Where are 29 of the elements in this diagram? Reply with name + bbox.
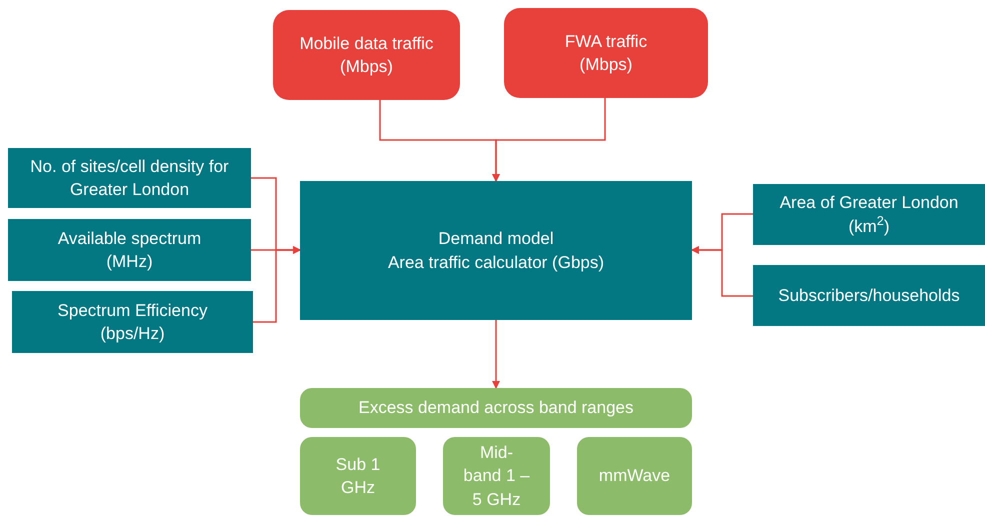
- box-text: Area of Greater London (km$^{2}$): [778, 192, 960, 238]
- parameter-box: [8, 148, 251, 208]
- band-box: [577, 437, 692, 515]
- box-text: Mobile data traffic (Mbps): [298, 32, 434, 78]
- band-box: [300, 437, 416, 515]
- parameter-box: [12, 291, 253, 353]
- traffic-input-box: [273, 10, 460, 100]
- box-text: No. of sites/cell density for Greater London: [29, 156, 230, 201]
- connector-arrow: [691, 246, 753, 297]
- box-text: FWA traffic (Mbps): [564, 30, 648, 76]
- box-text: mmWave: [598, 465, 670, 488]
- box-text: Sub 1 GHz: [334, 454, 382, 499]
- parameter-box: [753, 265, 985, 326]
- connector-arrow: [492, 98, 606, 182]
- connector-arrow: [492, 320, 500, 389]
- band-box: [443, 437, 550, 515]
- box-text: Demand model: [438, 228, 554, 250]
- traffic-input-box: [504, 8, 708, 98]
- parameter-box: [753, 184, 985, 245]
- parameter-box: [8, 219, 251, 281]
- box-text: Spectrum Efficiency (bps/Hz): [56, 300, 208, 345]
- model-box: [300, 181, 692, 320]
- box-text: Subscribers/households: [778, 284, 960, 307]
- box-text: Available spectrum (MHz): [56, 228, 202, 273]
- connector-arrow: [253, 246, 301, 323]
- box-text: Excess demand across band ranges: [358, 397, 634, 420]
- box-text: Mid-band 1 – 5 GHz: [463, 442, 530, 511]
- box-text: Area traffic calculator (Gbps): [388, 252, 604, 274]
- output-box: [300, 388, 692, 428]
